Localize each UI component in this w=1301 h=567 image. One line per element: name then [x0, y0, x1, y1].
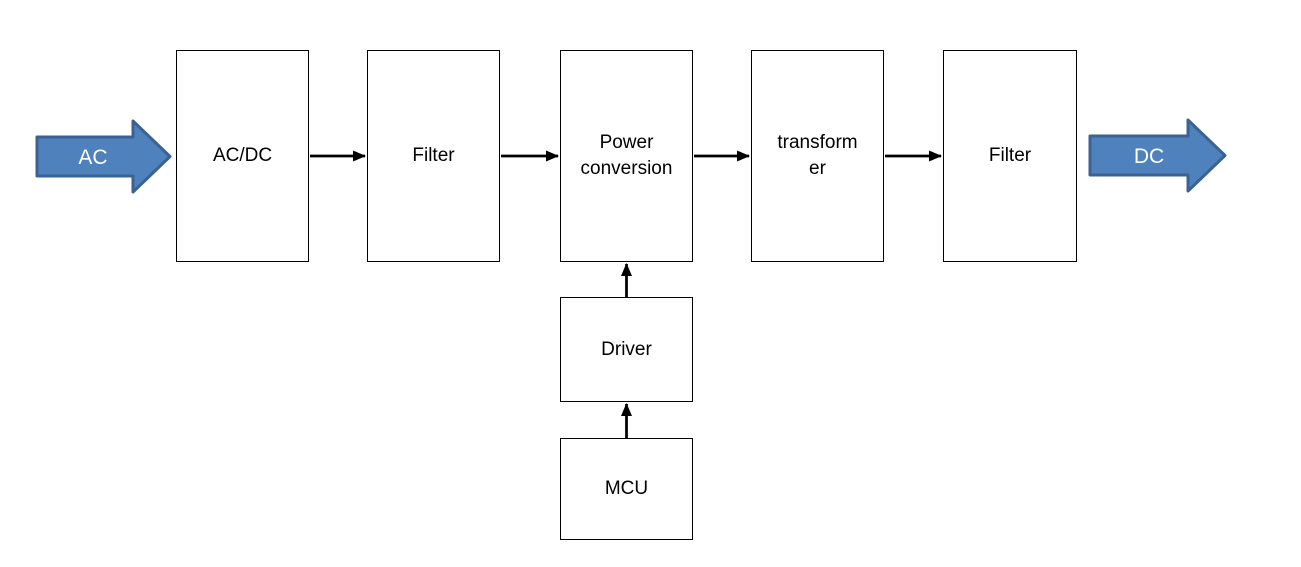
block-power-conversion: Power conversion	[560, 50, 693, 262]
block-filter-output-label: Filter	[988, 145, 1032, 167]
block-filter-input: Filter	[367, 50, 500, 262]
ac-input-arrow-label: AC	[78, 146, 107, 169]
block-transformer: transform er	[751, 50, 884, 262]
block-acdc-label: AC/DC	[212, 145, 273, 167]
block-mcu-label: MCU	[604, 478, 649, 500]
block-power-conversion-label: Power conversion	[580, 132, 673, 179]
dc-output-arrow-label: DC	[1134, 145, 1164, 168]
block-driver-label: Driver	[601, 338, 652, 360]
block-driver: Driver	[560, 297, 693, 402]
block-filter-input-label: Filter	[412, 145, 455, 167]
dc-output-arrow	[1088, 118, 1227, 193]
ac-input-arrow	[35, 119, 172, 194]
block-mcu: MCU	[560, 438, 693, 540]
block-acdc: AC/DC	[176, 50, 309, 262]
block-filter-output: Filter	[943, 50, 1077, 262]
block-transformer-label: transform er	[777, 132, 858, 179]
